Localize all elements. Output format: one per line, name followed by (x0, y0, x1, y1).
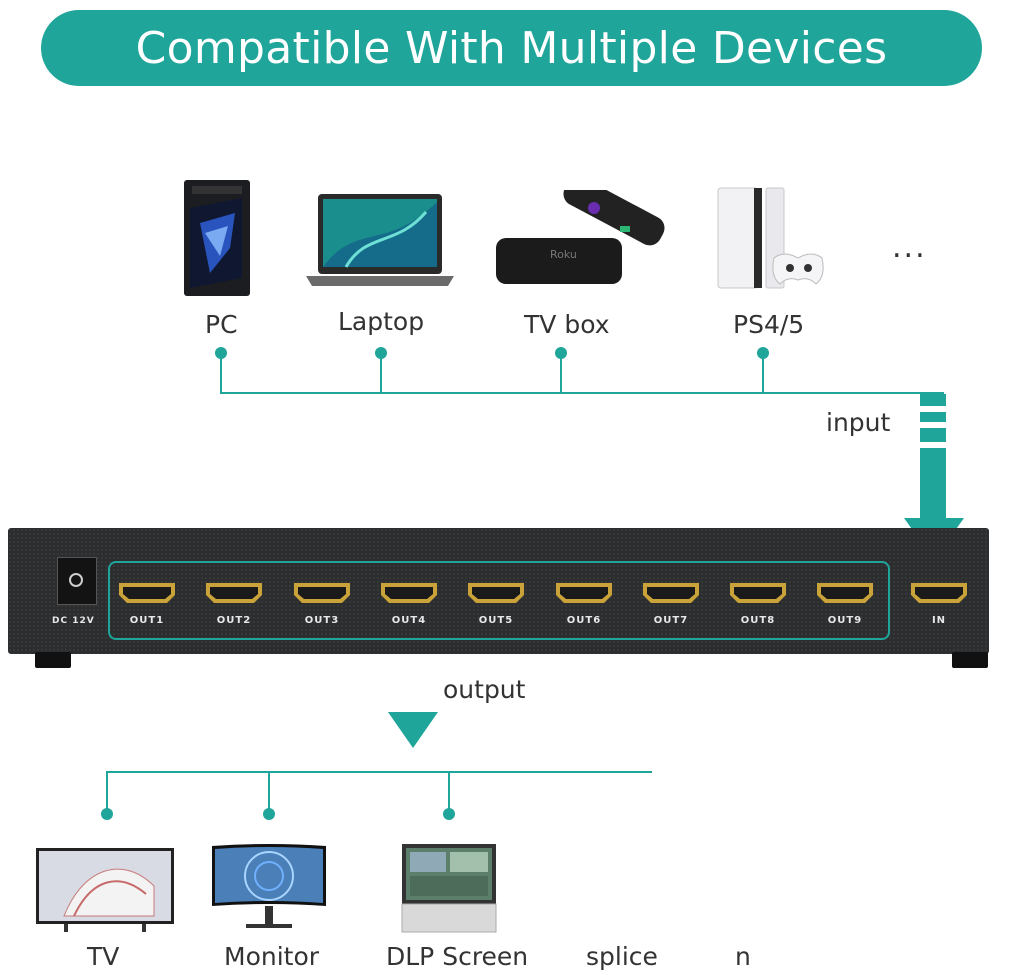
hdmi-out-port-4 (381, 583, 437, 603)
port-label-out4: OUT4 (391, 615, 427, 626)
title-banner: Compatible With Multiple Devices (41, 10, 982, 86)
input-label-laptop: Laptop (338, 307, 425, 336)
pc-tower-icon (184, 180, 250, 296)
tv-icon (36, 848, 174, 932)
svg-text:Roku: Roku (550, 248, 577, 261)
port-label-out8: OUT8 (740, 615, 776, 626)
output-dot-tv (101, 808, 113, 820)
output-bus-line (106, 771, 652, 773)
output-label-splice: splice (586, 942, 658, 971)
input-stem-pc (220, 353, 222, 393)
output-label-n: n (735, 942, 751, 971)
output-text: output (443, 675, 526, 704)
output-label-monitor: Monitor (224, 942, 320, 971)
port-label-out3: OUT3 (304, 615, 340, 626)
monitor-icon (212, 844, 326, 928)
output-label-tv: TV (87, 942, 120, 971)
port-label-out6: OUT6 (566, 615, 602, 626)
device-foot-right (952, 652, 988, 668)
input-stem-laptop (380, 353, 382, 393)
output-dot-monitor (263, 808, 275, 820)
hdmi-out-port-7 (643, 583, 699, 603)
hdmi-out-port-3 (294, 583, 350, 603)
hdmi-out-port-9 (817, 583, 873, 603)
hdmi-out-port-5 (468, 583, 524, 603)
laptop-icon (306, 194, 454, 286)
output-dot-dlp (443, 808, 455, 820)
power-label: DC 12V (52, 616, 95, 626)
hdmi-out-port-1 (119, 583, 175, 603)
port-label-out1: OUT1 (129, 615, 165, 626)
port-label-out9: OUT9 (827, 615, 863, 626)
dc-power-jack (57, 557, 97, 605)
port-label-out7: OUT7 (653, 615, 689, 626)
output-stem-tv (106, 771, 108, 811)
input-label-pc: PC (205, 310, 238, 339)
dlp-screen-icon (401, 844, 497, 933)
device-foot-left (35, 652, 71, 668)
hdmi-out-port-6 (556, 583, 612, 603)
input-stem-ps (762, 353, 764, 393)
output-ports-group (108, 561, 890, 640)
tv-box-icon: Roku (496, 190, 665, 284)
more-icon: ... (892, 230, 927, 265)
output-stem-monitor (268, 771, 270, 811)
port-label-in: IN (931, 615, 947, 626)
hdmi-out-port-8 (730, 583, 786, 603)
input-label-tv-box: TV box (524, 310, 610, 339)
port-label-out5: OUT5 (478, 615, 514, 626)
port-label-out2: OUT2 (216, 615, 252, 626)
output-label-dlp: DLP Screen (386, 942, 529, 971)
banner-title: Compatible With Multiple Devices (135, 22, 888, 74)
input-text: input (826, 408, 891, 437)
game-console-icon (717, 187, 824, 289)
input-stem-tv-box (560, 353, 562, 393)
hdmi-out-port-2 (206, 583, 262, 603)
output-stem-dlp (448, 771, 450, 811)
output-arrow-icon (388, 712, 438, 748)
hdmi-in-port (911, 583, 967, 603)
input-label-ps: PS4/5 (733, 310, 805, 339)
input-bus-line (220, 392, 944, 394)
